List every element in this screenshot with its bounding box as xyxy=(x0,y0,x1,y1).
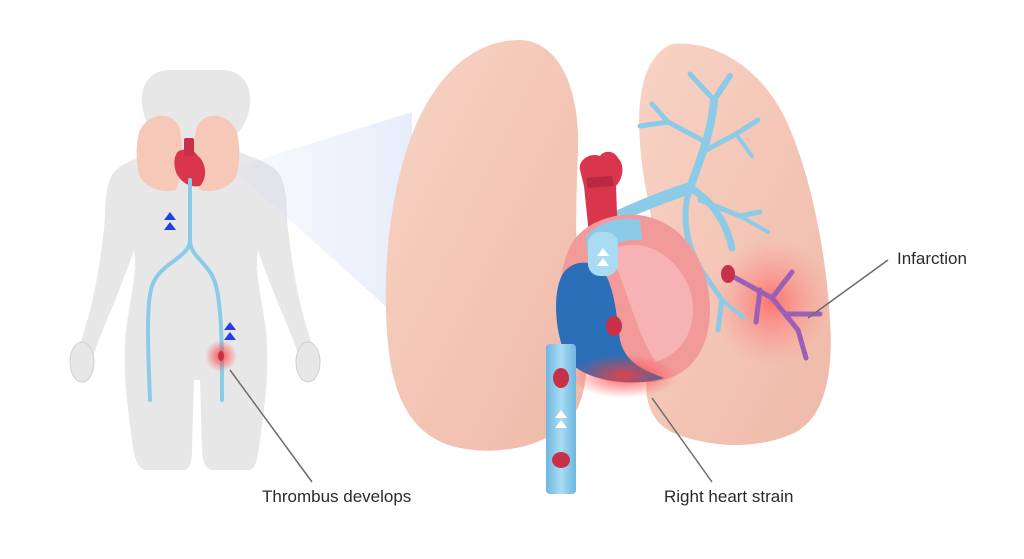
flow-arrow-icon xyxy=(555,410,567,428)
label-right-heart-strain: Right heart strain xyxy=(664,487,794,506)
infarction-clot xyxy=(721,265,735,283)
infarction-glow xyxy=(712,238,832,366)
small-lung-right xyxy=(193,115,240,192)
vena-cava xyxy=(546,344,576,494)
lung-left xyxy=(385,40,587,451)
enlarged-heart-lungs xyxy=(385,40,832,494)
label-thrombus-develops: Thrombus develops xyxy=(262,487,412,506)
thrombus-clot xyxy=(218,351,224,361)
body-silhouette xyxy=(69,70,321,470)
leader-line-infarction xyxy=(807,259,889,319)
flow-arrow-icon xyxy=(164,212,176,230)
vena-cava-clot xyxy=(552,452,570,468)
vena-cava-clot xyxy=(553,368,569,388)
small-heart xyxy=(174,149,206,187)
infarcted-vessel xyxy=(729,269,823,361)
leg-vein-left xyxy=(146,178,192,402)
zoom-cone xyxy=(232,112,412,330)
leader-line-thrombus xyxy=(229,369,313,483)
label-infarction: Infarction xyxy=(897,249,967,268)
leader-line-strain xyxy=(651,397,713,483)
ventricle-clot xyxy=(606,316,622,336)
strain-glow xyxy=(570,354,678,398)
flow-arrow-icon xyxy=(224,322,236,340)
small-lung-left xyxy=(136,115,183,192)
flow-arrow-icon xyxy=(597,248,609,266)
